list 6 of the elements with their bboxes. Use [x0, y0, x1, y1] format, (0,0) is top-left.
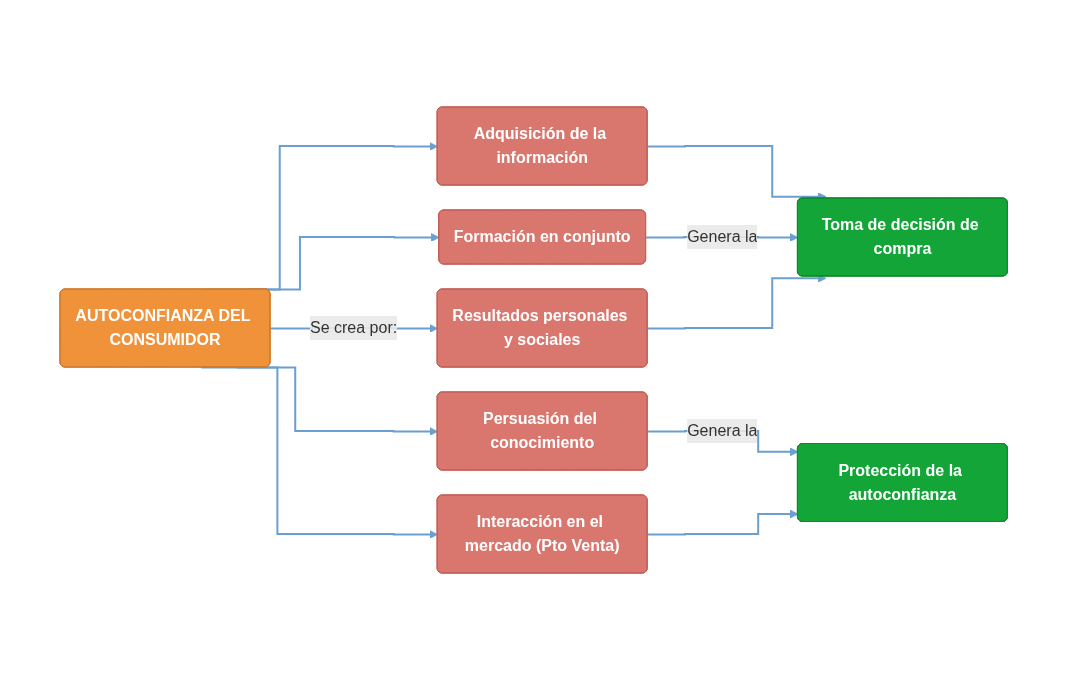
arrow: [646, 144, 827, 201]
arrow: [646, 509, 799, 535]
arrow: [200, 366, 439, 539]
edge-label: Genera la: [687, 227, 758, 245]
edge-label: Genera la: [687, 421, 758, 439]
edge-label: Se crea por:: [310, 318, 398, 336]
